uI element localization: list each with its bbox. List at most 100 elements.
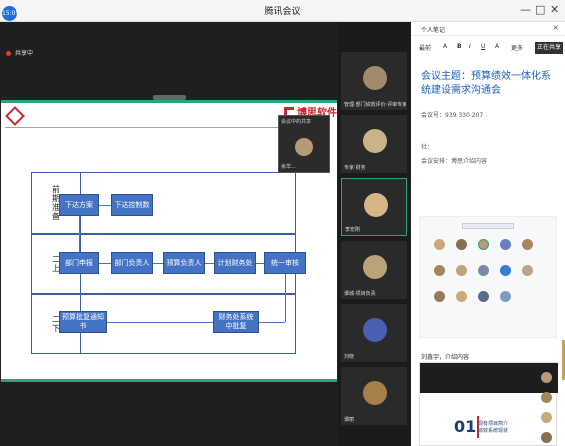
flow-arrow bbox=[99, 263, 111, 264]
avatar bbox=[434, 291, 445, 302]
participant-tile-active[interactable]: 李宏刚 bbox=[341, 178, 407, 236]
self-camera-label: 会议中的共享 bbox=[281, 119, 312, 125]
thumbnail-header bbox=[420, 363, 558, 393]
participant-name: 谭城·项目负责 bbox=[344, 291, 376, 297]
close-icon[interactable]: × bbox=[552, 23, 559, 32]
notes-header: 个人笔记 × bbox=[411, 22, 565, 36]
avatar bbox=[541, 432, 552, 443]
more-button[interactable]: 更多 bbox=[511, 45, 524, 52]
avatar bbox=[363, 129, 387, 153]
flow-box: 部门负责人 bbox=[111, 252, 153, 274]
participant-name: 李宏刚 bbox=[345, 227, 361, 233]
bold-button[interactable]: B bbox=[457, 43, 462, 50]
share-border-top bbox=[1, 100, 337, 103]
slide-divider bbox=[5, 127, 305, 128]
avatar bbox=[500, 239, 511, 250]
flow-band-down bbox=[81, 294, 296, 354]
participant-tile[interactable]: 专家·财务 bbox=[341, 115, 407, 173]
avatar bbox=[541, 372, 552, 383]
note-title[interactable]: 会议主题：预算绩效一体化系统建设需求沟通会 bbox=[421, 71, 551, 96]
participant-tile[interactable]: 刘晓 bbox=[341, 304, 407, 362]
close-button[interactable]: ✕ bbox=[550, 3, 560, 16]
screenshot-bar bbox=[462, 223, 514, 229]
slide-caption-line: 绩效系统现状 bbox=[478, 428, 509, 434]
avatar bbox=[478, 239, 489, 250]
flow-row-label: 二上 bbox=[51, 255, 61, 273]
participant-tile[interactable]: 谭丽 bbox=[341, 367, 407, 425]
sharing-button[interactable]: 正在共享 bbox=[535, 42, 563, 54]
avatar bbox=[456, 265, 467, 276]
share-status-label: 共享中 bbox=[15, 50, 34, 57]
underline-button[interactable]: U bbox=[481, 43, 486, 50]
avatar bbox=[478, 291, 489, 302]
flow-box: 预算批复通知书 bbox=[59, 311, 107, 333]
flow-row-label: 二下 bbox=[51, 315, 61, 333]
self-camera-name: 余华... bbox=[281, 164, 296, 170]
avatar bbox=[522, 265, 533, 276]
maximize-button[interactable]: □ bbox=[535, 3, 546, 16]
meeting-timer: 15:05 bbox=[2, 6, 19, 21]
avatar bbox=[522, 239, 533, 250]
flow-band-prep bbox=[81, 172, 296, 234]
flow-arrow bbox=[259, 322, 285, 323]
minimize-button[interactable]: — bbox=[520, 3, 531, 16]
self-camera-tile[interactable]: 会议中的共享 余华... bbox=[278, 115, 330, 173]
avatar bbox=[478, 265, 489, 276]
slide-caption-line: 现有项目简介 bbox=[478, 421, 509, 427]
avatar bbox=[541, 392, 552, 403]
note-share-thumbnail[interactable]: 01 现有项目简介绩效系统现状 bbox=[419, 362, 558, 446]
toolbar-prefix[interactable]: 最前 bbox=[419, 45, 432, 52]
participant-list: 管理·部门绩效评价·评审专家 专家·财务 李宏刚 谭城·项目负责 刘晓 谭丽 bbox=[338, 22, 410, 446]
panel-resize-handle[interactable] bbox=[562, 340, 565, 380]
avatar bbox=[363, 318, 387, 342]
window-title: 腾讯会议 bbox=[264, 7, 301, 17]
flow-arrow bbox=[256, 263, 264, 264]
color-button[interactable]: A bbox=[495, 43, 500, 50]
avatar bbox=[500, 291, 511, 302]
meeting-id: 会议号：939 330 207 bbox=[421, 112, 484, 119]
flow-arrow bbox=[79, 216, 80, 252]
participant-name: 管理·部门绩效评价·评审专家 bbox=[344, 102, 406, 108]
flow-arrow bbox=[205, 263, 214, 264]
company-logo-icon bbox=[284, 107, 294, 120]
flow-box: 下达控制数 bbox=[111, 194, 153, 216]
share-border-bottom bbox=[1, 379, 337, 382]
agenda-line: 会议安排：博思介绍内容 bbox=[421, 158, 488, 165]
participant-tile[interactable]: 管理·部门绩效评价·评审专家 bbox=[341, 52, 407, 110]
participant-name: 刘晓 bbox=[344, 354, 355, 360]
slide-logo-icon bbox=[5, 106, 25, 126]
flow-box: 部门申报 bbox=[59, 252, 99, 274]
note-screenshot[interactable] bbox=[419, 216, 557, 338]
notes-header-title: 个人笔记 bbox=[421, 27, 446, 34]
avatar bbox=[500, 265, 511, 276]
flow-row-label: 前期准备 bbox=[51, 185, 61, 221]
flow-box: 下达方案 bbox=[59, 194, 99, 216]
notes-toolbar: 最前 A B I U A 更多 bbox=[411, 40, 565, 54]
share-status: 共享中 bbox=[6, 48, 33, 60]
participant-tile[interactable]: 谭城·项目负责 bbox=[341, 241, 407, 299]
avatar bbox=[456, 291, 467, 302]
font-size-button[interactable]: A bbox=[443, 43, 448, 50]
title-bar: 15:05 腾讯会议 — □ ✕ bbox=[0, 0, 565, 22]
flow-box: 财务处系统中批复 bbox=[213, 311, 259, 333]
avatar bbox=[363, 66, 387, 90]
avatar bbox=[363, 381, 387, 405]
flow-box: 预算负责人 bbox=[163, 252, 205, 274]
flow-arrow bbox=[99, 205, 111, 206]
notes-panel: 个人笔记 × 最前 A B I U A 更多 正在共享 会议主题：预算绩效一体化… bbox=[411, 22, 565, 446]
recording-dot-icon bbox=[6, 51, 11, 56]
slide-caption: 现有项目简介绩效系统现状 bbox=[478, 421, 508, 435]
avatar bbox=[434, 239, 445, 250]
section-label: 社： bbox=[421, 144, 434, 151]
thumbnail-video-column bbox=[531, 360, 561, 446]
avatar bbox=[434, 265, 445, 276]
company-logo-text: 博思软件 bbox=[297, 108, 337, 119]
participant-name: 专家·财务 bbox=[344, 165, 366, 171]
avatar bbox=[363, 255, 387, 279]
slide-accent-bar bbox=[477, 416, 479, 438]
speaker-line: 刘鑫宇，介绍内容 bbox=[421, 354, 470, 361]
italic-button[interactable]: I bbox=[469, 43, 471, 50]
avatar bbox=[295, 138, 313, 156]
toolbar-drag-handle[interactable] bbox=[153, 95, 186, 100]
